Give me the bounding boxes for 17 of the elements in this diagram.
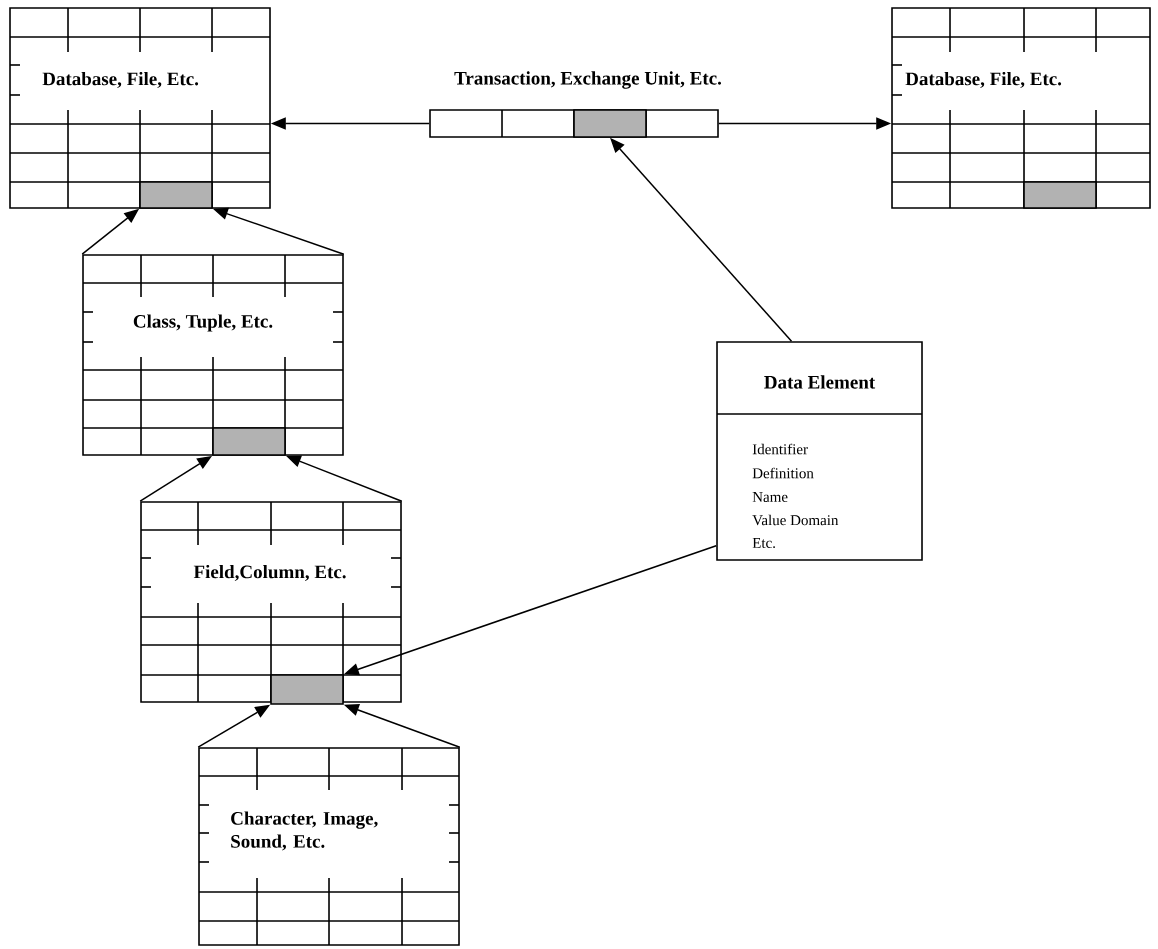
table-title: Database, File, Etc. <box>905 71 1062 89</box>
table-title: Field,Column, Etc. <box>193 564 346 582</box>
table-title: Class, Tuple, Etc. <box>133 314 273 332</box>
attribute-text: Identifier <box>752 443 808 455</box>
highlighted-cell <box>1023 181 1097 209</box>
attribute-text: Definition <box>752 467 814 479</box>
highlighted-cell <box>139 181 213 209</box>
highlighted-cell <box>270 674 344 705</box>
attribute-text: Etc. <box>752 538 775 548</box>
class-title: Data Element <box>764 375 876 389</box>
highlighted-cell <box>573 109 647 138</box>
table-title: Character, Image, Sound, Etc. <box>231 811 378 851</box>
attribute-text: Value Domain <box>752 514 839 526</box>
attribute-text: Name <box>752 492 788 502</box>
table-title: Database, File, Etc. <box>42 71 199 89</box>
strip-title: Transaction, Exchange Unit, Etc. <box>454 71 722 89</box>
highlighted-cell <box>212 427 286 456</box>
